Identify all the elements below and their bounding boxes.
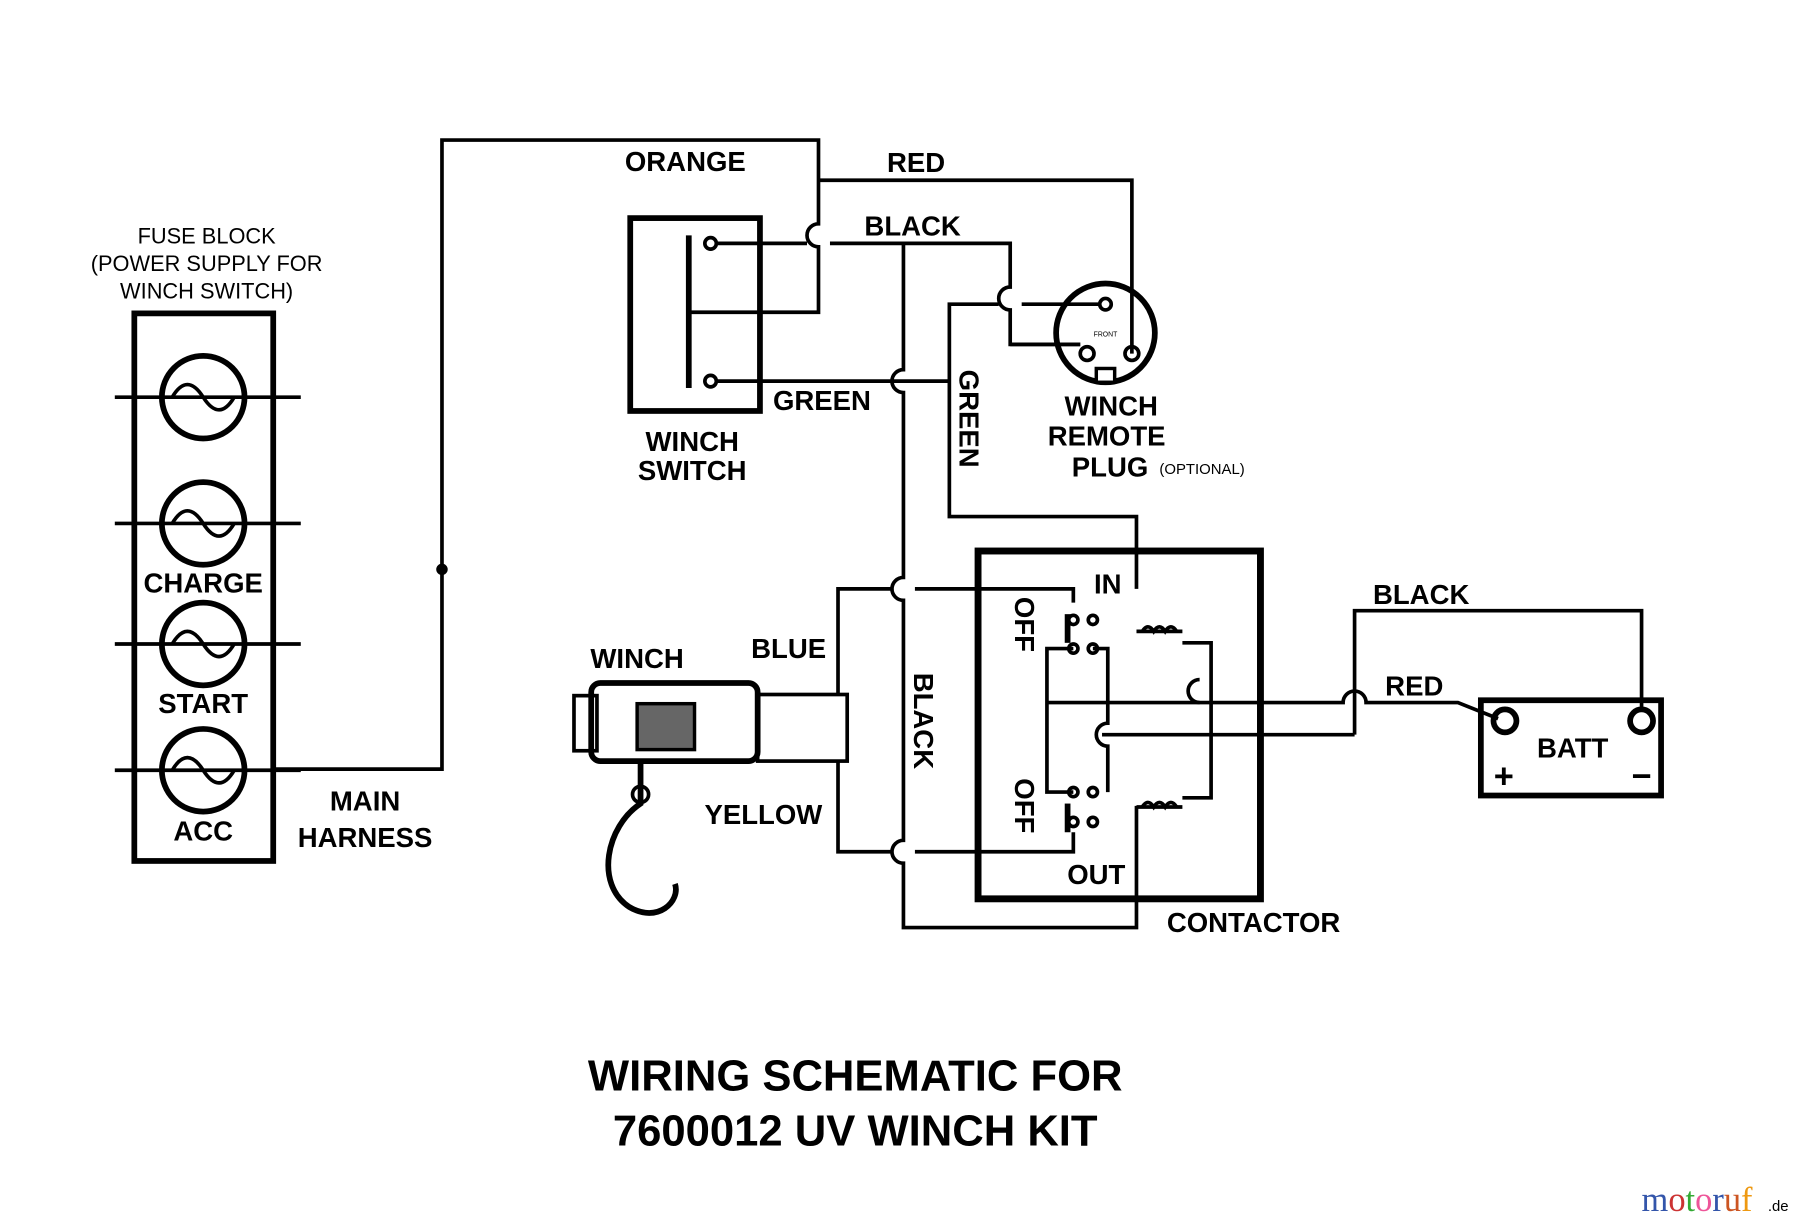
wire-label-blue: BLUE [751, 633, 826, 664]
wire-black-top [716, 241, 1081, 347]
watermark-letter: o [1695, 1181, 1712, 1219]
wire-label-orange: ORANGE [625, 146, 746, 177]
watermark-letter: m [1642, 1181, 1669, 1219]
plug-front-text: FRONT [1094, 331, 1118, 338]
fuse-block [114, 310, 301, 864]
remote-plug-label-3: PLUG [1072, 451, 1149, 482]
winch-remote-plug: FRONT [1053, 280, 1158, 386]
fuse [114, 352, 301, 442]
title-line-1: WIRING SCHEMATIC FOR [588, 1053, 1123, 1101]
wire-label-yellow: YELLOW [704, 799, 822, 830]
wire-black-vertical [890, 243, 1139, 930]
winch-switch-label-1: WINCH [646, 426, 739, 457]
wire-label-black-top: BLACK [864, 210, 961, 241]
wire-label-red-top: RED [887, 147, 945, 178]
wire-blue [836, 587, 1076, 695]
fuse-block-label-2: (POWER SUPPLY FOR [91, 251, 323, 276]
watermark-letter: t [1686, 1181, 1696, 1219]
title-line-2: 7600012 UV WINCH KIT [613, 1108, 1098, 1156]
contactor-in: IN [1094, 568, 1122, 599]
winch [572, 680, 850, 916]
remote-plug-label-1: WINCH [1065, 391, 1158, 422]
fuse-start [114, 599, 301, 689]
fuse-acc [114, 726, 301, 815]
wire-label-green-vertical: GREEN [954, 370, 985, 468]
wire-red-batt [1186, 677, 1499, 721]
fuse-charge [114, 479, 301, 568]
wire-red-top [818, 178, 1134, 354]
contactor-off-bottom: OFF [1009, 778, 1040, 833]
watermark-suffix: .de [1768, 1198, 1789, 1215]
battery-label: BATT [1537, 733, 1609, 764]
wire-label-green-switch: GREEN [773, 385, 871, 416]
winch-switch-label-2: SWITCH [638, 455, 747, 486]
battery-minus: − [1632, 757, 1652, 795]
main-harness-label-1: MAIN [330, 785, 400, 816]
watermark-letter: r [1712, 1181, 1724, 1219]
wire-yellow [836, 761, 1076, 854]
contactor-off-top: OFF [1009, 597, 1040, 652]
battery-plus: + [1494, 757, 1514, 795]
fuse-label-acc: ACC [173, 815, 233, 846]
wire-label-black-vertical: BLACK [908, 673, 939, 770]
watermark-text: motoruf [1642, 1181, 1753, 1219]
fuse-block-label-1: FUSE BLOCK [138, 223, 277, 248]
wire-label-red-batt: RED [1385, 671, 1443, 702]
fuse-label-charge: CHARGE [144, 567, 263, 598]
remote-plug-optional: (OPTIONAL) [1159, 461, 1244, 478]
fuse-block-label-3: WINCH SWITCH) [120, 278, 293, 303]
fuse-label-start: START [158, 688, 248, 719]
battery [1477, 697, 1664, 799]
wire-black-batt [1352, 608, 1644, 735]
wire-label-black-batt: BLACK [1373, 579, 1470, 610]
remote-plug-label-2: REMOTE [1048, 420, 1166, 451]
contactor-out: OUT [1067, 859, 1125, 890]
main-harness-label-2: HARNESS [298, 822, 433, 853]
contactor [974, 547, 1355, 903]
winch-switch [627, 215, 763, 414]
watermark-letter: f [1741, 1181, 1753, 1219]
watermark-letter: u [1724, 1181, 1741, 1219]
winch-label: WINCH [590, 643, 683, 674]
contactor-label: CONTACTOR [1167, 907, 1341, 938]
wire-green-vertical [947, 302, 1139, 589]
watermark-letter: o [1668, 1181, 1685, 1219]
watermark-logo: motoruf .de [1642, 1181, 1789, 1219]
